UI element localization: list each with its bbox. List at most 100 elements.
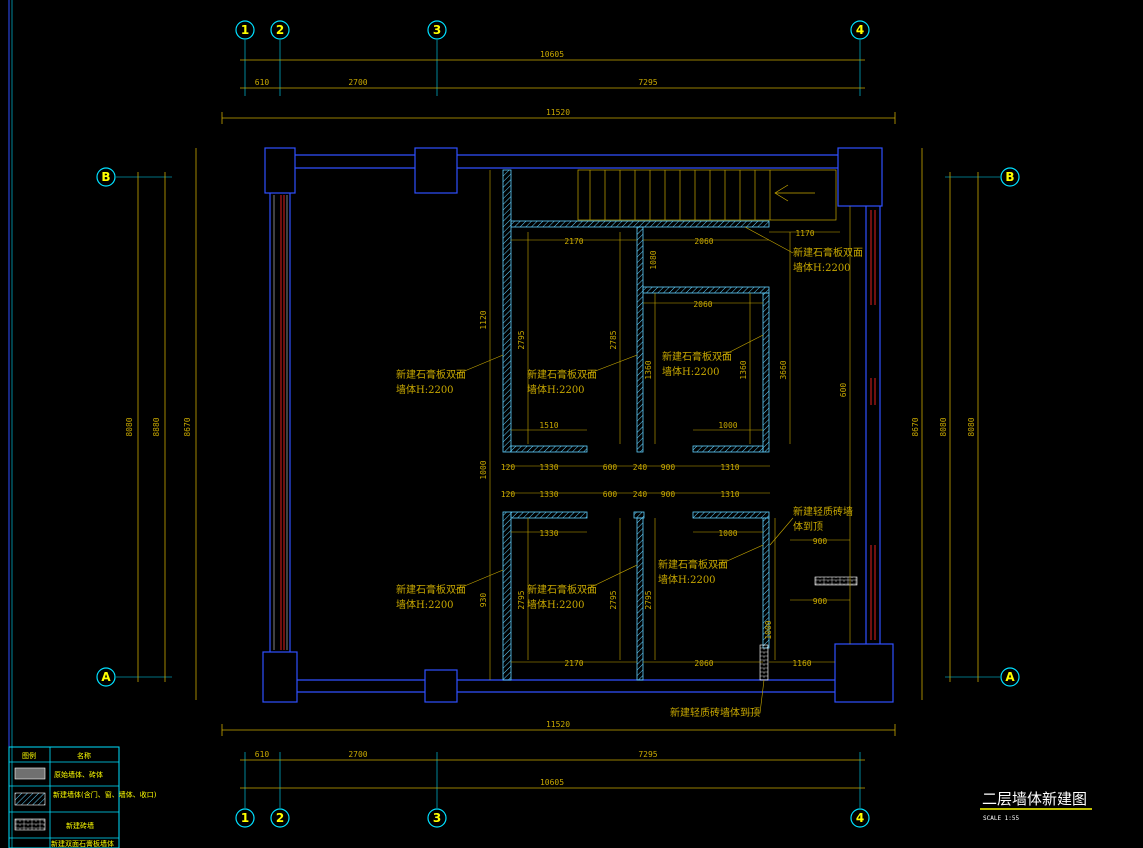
dim-small5: 600 [603,463,618,472]
dim-top-seg2: 2700 [348,78,367,87]
dim-room-w9-b: 900 [813,597,828,606]
grid-bubble-2-top: 2 [270,20,290,40]
dim-bottom-overall: 11520 [546,720,570,729]
left-dimensions [137,148,197,700]
dim-vert3: 2795 [517,590,526,609]
dim-overall-width: 11520 [546,108,570,117]
legend-swatch-new [14,792,46,806]
new-walls [502,169,770,681]
grid-bubble-4-bottom: 4 [850,808,870,828]
grid-bubble-3-bottom: 3 [427,808,447,828]
dim-small1-b: 120 [501,490,516,499]
dim-room-w1: 2170 [564,237,583,246]
dim-vert4: 2795 [609,590,618,609]
dim-vert1: 1000 [479,460,488,479]
dim-room-h3: 3660 [779,360,788,379]
grid-bubble-1-top: 1 [235,20,255,40]
legend-header-col2: 名称 [77,751,91,760]
svg-text:2: 2 [276,811,284,825]
legend-row1: 原始墙体、砖体 [54,770,103,779]
dim-vert4-b: 2795 [644,590,653,609]
dim-room-w8-b: 1330 [539,490,558,499]
legend-row2: 新建墙体(含门、窗、墙体、收口) [53,790,157,799]
dim-room-w3: 2060 [693,300,712,309]
dim-small1: 120 [501,463,516,472]
dim-room-w13: 1160 [792,659,811,668]
dim-room-w4: 1170 [795,229,814,238]
legend-swatch-brick [14,818,46,831]
grid-bubble-a-right: A [1000,667,1020,687]
brick-wall-segment [814,576,858,586]
svg-text:1: 1 [241,811,249,825]
note-gypsum-f: 新建石膏板双面 [527,583,597,596]
dim-bottom-seg2: 2700 [348,750,367,759]
note-gypsum-a: 新建石膏板双面 [396,368,466,381]
note-gypsum-a-height: 墙体H:2200 [396,383,454,396]
dim-room-w8: 1330 [539,463,558,472]
legend-swatch-original [14,767,46,780]
note-gypsum-c: 新建石膏板双面 [662,350,732,363]
note-light-b: 新建轻质砖墙体到顶 [670,706,760,719]
dim-small3: 900 [661,463,676,472]
windows [280,195,876,650]
note-gypsum-g-height: 墙体H:2200 [658,573,716,586]
bottom-dimensions [221,724,896,789]
dim-room-w6: 1310 [720,463,739,472]
grid-bubble-3-top: 3 [427,20,447,40]
grid-bubble-4-top: 4 [850,20,870,40]
dim-room-w5: 1510 [539,421,558,430]
dim-right-outer: 8670 [911,417,920,436]
note-light-a2: 体到顶 [793,521,823,533]
dim-left-inner1: 8080 [125,417,134,436]
note-gypsum-d: 新建石膏板双面 [793,246,863,259]
note-gypsum-b-height: 墙体H:2200 [527,383,585,396]
note-gypsum-d-height: 墙体H:2200 [793,261,851,274]
svg-text:B: B [101,170,110,184]
dim-bottom-seg3: 7295 [638,750,657,759]
top-dimensions [221,59,896,124]
dim-room-w11: 2170 [564,659,583,668]
drawing-title: 二层墙体新建图 [982,790,1087,808]
dim-room-h2: 2785 [609,330,618,349]
dim-small2-b: 240 [633,490,648,499]
drawing-scale: SCALE 1:55 [983,815,1020,822]
grid-bubble-1-bottom: 1 [235,808,255,828]
dim-small4: 1000 [718,421,737,430]
dim-room-w8-c: 1330 [539,529,558,538]
legend-row4: 新建双面石膏板墙体 [51,839,114,848]
dim-room-w10: 1000 [718,529,737,538]
legend-table: 图例 名称 原始墙体、砖体 新建墙体(含门、窗、墙体、收口) 新建砖墙 新建双面… [8,746,157,848]
dim-small3-b: 900 [661,490,676,499]
dim-top-seg3: 7295 [638,78,657,87]
grid-bubble-b-right: B [1000,167,1020,187]
note-gypsum-g: 新建石膏板双面 [658,558,728,571]
note-gypsum-b: 新建石膏板双面 [527,368,597,381]
brick-wall-segment [759,644,769,681]
svg-text:3: 3 [433,811,441,825]
svg-text:4: 4 [856,811,864,825]
grid-bubbles-top: 1 2 3 4 [235,20,870,40]
note-gypsum-c-height: 墙体H:2200 [662,365,720,378]
dim-small2: 240 [633,463,648,472]
right-dimensions [921,148,979,700]
interior-dimensions [489,170,851,680]
svg-text:3: 3 [433,23,441,37]
dim-bottom-total: 10605 [540,778,564,787]
grid-bubble-2-bottom: 2 [270,808,290,828]
outer-walls [262,147,894,703]
svg-text:4: 4 [856,23,864,37]
dim-vert6: 1360 [644,360,653,379]
dim-right-inner2: 8080 [967,417,976,436]
dim-room-w9: 900 [813,537,828,546]
grid-bubble-a-left: A [96,667,116,687]
dim-small5-b: 600 [603,490,618,499]
dim-room-w12: 2060 [694,659,713,668]
dim-top-total: 10605 [540,50,564,59]
dim-vert2: 1080 [649,250,658,269]
note-light-a: 新建轻质砖墙 [793,505,853,518]
dim-left-inner2: 8880 [152,417,161,436]
dim-vert6-b: 1360 [739,360,748,379]
svg-text:2: 2 [276,23,284,37]
staircase [577,169,837,221]
